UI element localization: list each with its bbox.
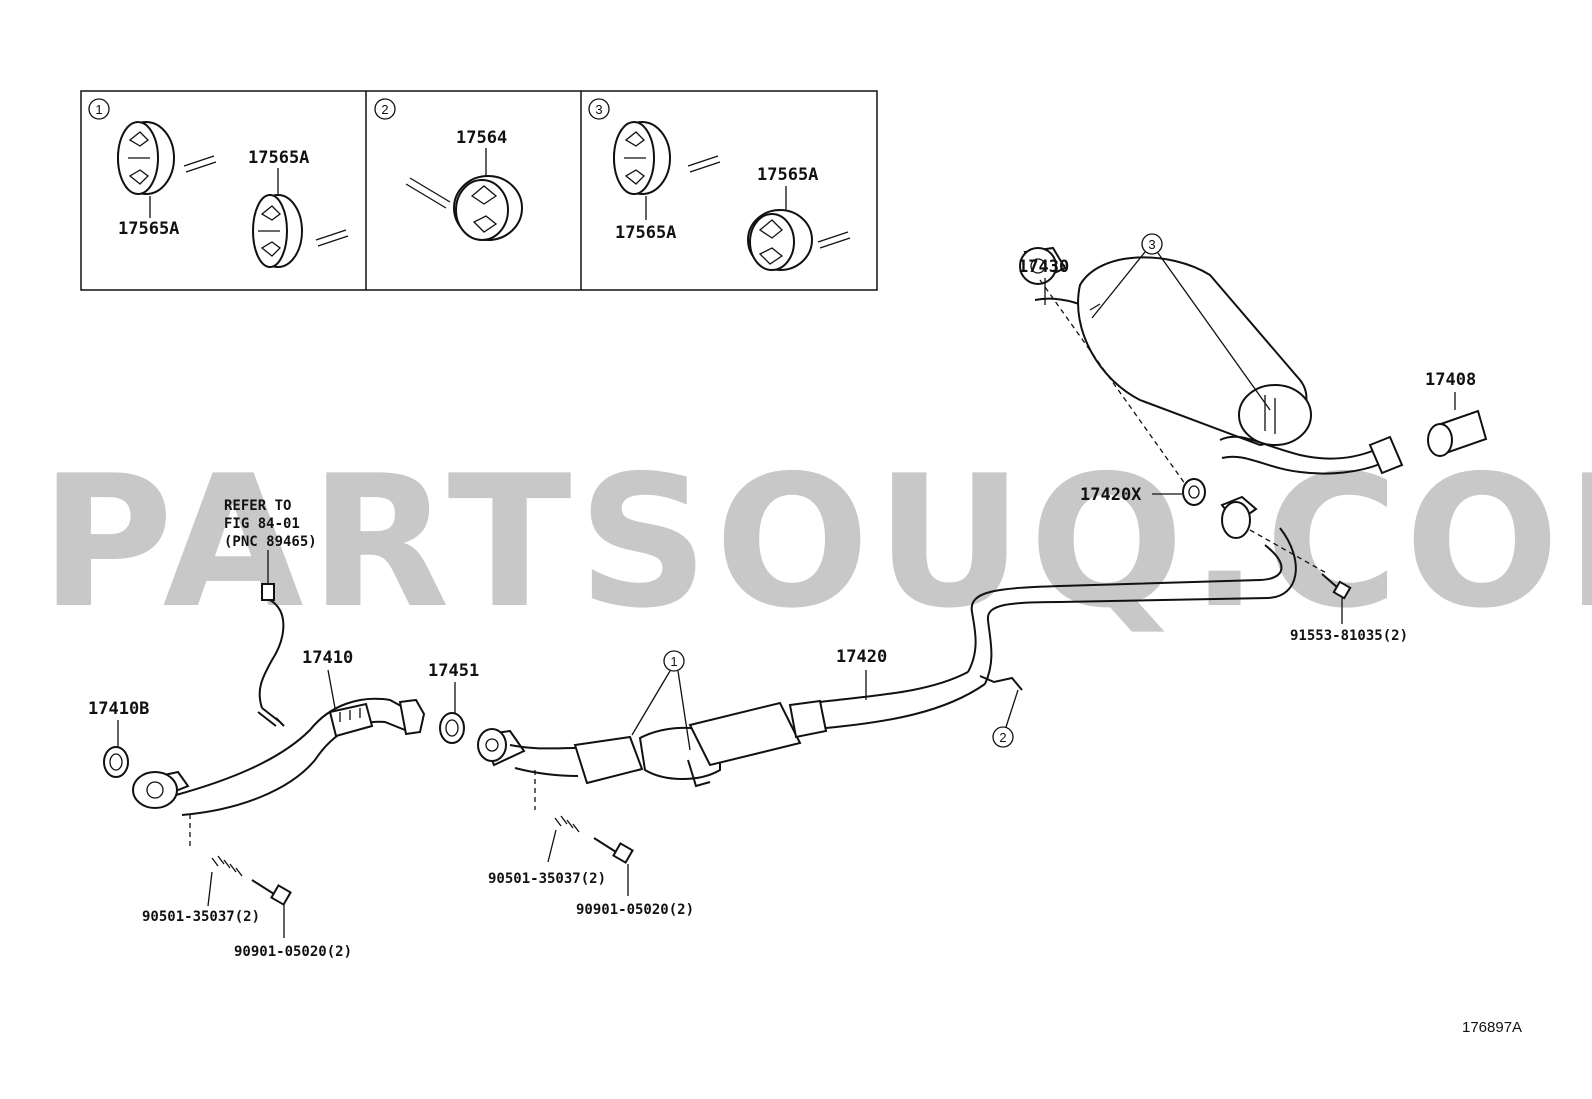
spring-icon xyxy=(211,855,243,877)
part-label: 90501-35037(2) xyxy=(488,871,606,887)
leader-line xyxy=(207,871,213,907)
bolt-icon xyxy=(1321,573,1352,600)
part-label: 17430 xyxy=(1018,257,1069,277)
box-index: 2 xyxy=(381,102,388,117)
oxygen-sensor-icon xyxy=(257,583,285,727)
callout-marker xyxy=(663,650,685,672)
bolt-icon xyxy=(593,837,634,864)
spring-icon xyxy=(554,815,580,833)
part-label: 91553-81035(2) xyxy=(1290,628,1408,644)
muffler-icon xyxy=(1019,246,1404,475)
part-label: 90901-05020(2) xyxy=(234,944,352,960)
inset-box-3: 3 17565A 17565A xyxy=(588,98,851,271)
tail-tip-icon xyxy=(1427,409,1488,457)
inset-panel: 1 17565A 17565A 2 17564 xyxy=(80,90,878,291)
leader-line xyxy=(327,669,336,709)
callout-marker xyxy=(992,726,1014,748)
watermark: PARTSOUQ.COM xyxy=(40,436,1592,648)
gasket-icon xyxy=(1182,478,1206,506)
part-label: 17564 xyxy=(456,128,507,148)
part-label: 90501-35037(2) xyxy=(142,909,260,925)
leader-line xyxy=(1039,279,1189,489)
callout-number: 2 xyxy=(999,730,1006,745)
part-label: 17565A xyxy=(118,219,179,239)
callout-number: 3 xyxy=(1148,237,1155,252)
rubber-hanger-icon xyxy=(117,121,217,195)
box-index: 3 xyxy=(595,102,602,117)
gasket-icon xyxy=(439,712,465,744)
part-label: 17565A xyxy=(615,223,676,243)
bolt-icon xyxy=(251,879,292,906)
inset-box-2: 2 17564 xyxy=(374,98,523,241)
inset-frame xyxy=(80,90,878,291)
front-pipe-icon xyxy=(132,697,426,816)
part-label: 17408 xyxy=(1425,370,1476,390)
box-index-marker xyxy=(374,98,396,120)
part-label: 17410 xyxy=(302,648,353,668)
rubber-hanger-icon xyxy=(252,194,349,268)
callout-marker xyxy=(1141,233,1163,255)
gasket-icon xyxy=(103,746,129,778)
inset-box-1: 1 17565A 17565A xyxy=(88,98,349,268)
leader-line xyxy=(631,670,671,736)
part-label: 17451 xyxy=(428,661,479,681)
leader-line xyxy=(1005,689,1019,728)
part-label: 17420 xyxy=(836,647,887,667)
rubber-hanger-icon xyxy=(405,175,523,241)
part-label: 17565A xyxy=(248,148,309,168)
callout-number: 1 xyxy=(670,654,677,669)
leader-line xyxy=(1157,252,1271,411)
refer-note-line: FIG 84-01 xyxy=(224,516,300,532)
leader-line xyxy=(547,829,557,863)
box-index-marker xyxy=(588,98,610,120)
figure-code: 176897A xyxy=(1462,1019,1522,1036)
rubber-hanger-icon xyxy=(747,209,851,271)
box-index-marker xyxy=(88,98,110,120)
part-label: 17565A xyxy=(757,165,818,185)
part-label: 17420X xyxy=(1080,485,1142,505)
center-pipe-icon xyxy=(477,495,1297,788)
leader-line xyxy=(1091,251,1146,319)
part-label: 17410B xyxy=(88,699,149,719)
refer-note-line: REFER TO xyxy=(224,498,291,514)
box-index: 1 xyxy=(95,102,102,117)
rubber-hanger-icon xyxy=(613,121,721,195)
leader-line xyxy=(1249,529,1329,575)
part-label: 90901-05020(2) xyxy=(576,902,694,918)
refer-note-line: (PNC 89465) xyxy=(224,534,317,550)
leader-line xyxy=(677,670,691,751)
